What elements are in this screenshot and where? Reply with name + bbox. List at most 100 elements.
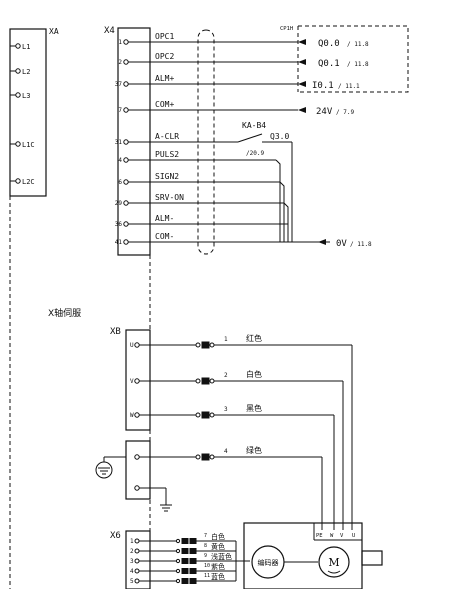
xa-pin-label: L1C <box>22 141 35 149</box>
plc-label: CP1H <box>280 26 293 32</box>
x4-pin-name: SIGN2 <box>155 172 179 181</box>
ground-icon <box>95 461 113 479</box>
xa-label: XA <box>49 27 59 36</box>
xa-pin-label: L2C <box>22 178 35 186</box>
section-title: X轴伺服 <box>48 307 81 319</box>
ground-block <box>103 440 196 512</box>
x4-connector: X4 1 OPC1 2 OPC2 37 ALM+ 7 COM+ 31 <box>104 26 330 256</box>
x4-pin: 7 COM+ <box>118 100 298 114</box>
svg-text:W: W <box>130 412 134 419</box>
x4-pin-name: OPC1 <box>155 32 174 41</box>
xb-connector: XB U V W <box>110 327 196 431</box>
svg-text:3: 3 <box>224 406 228 413</box>
zero-volt-signal: 0V / 11.8 <box>318 239 372 249</box>
x4-pin-name: ALM- <box>155 214 174 223</box>
svg-text:3: 3 <box>130 558 134 565</box>
motor-block: PE W V U 编码器 M <box>243 522 383 589</box>
svg-text:0V: 0V <box>336 239 347 249</box>
motor-icon: M <box>318 546 350 578</box>
svg-text:7: 7 <box>204 533 207 539</box>
motor-label: M <box>328 556 339 569</box>
svg-text:V: V <box>340 533 344 539</box>
x4-pin-name: OPC2 <box>155 52 174 61</box>
relay-ref: /20.9 <box>246 150 264 157</box>
shield-cable <box>197 29 215 255</box>
motor-shaft <box>361 550 383 566</box>
encoder-label: 编码器 <box>258 558 279 567</box>
x4-pin-name: ALM+ <box>155 74 174 83</box>
x4-pin: 6 SIGN2 <box>118 172 280 186</box>
x6-pin: 1 7 白色 <box>130 532 236 545</box>
x6-label: X6 <box>110 531 121 541</box>
svg-text:2: 2 <box>130 548 134 555</box>
plc-block: CP1H Q0.0 / 11.8 Q0.1 / 11.8 I0.1 / 11.1… <box>280 25 409 117</box>
xa-pin-label: L1 <box>22 43 30 51</box>
svg-text:I0.1: I0.1 <box>312 81 334 91</box>
svg-text:黄色: 黄色 <box>211 542 225 551</box>
svg-text:蓝色: 蓝色 <box>211 572 225 581</box>
svg-text:黑色: 黑色 <box>246 403 262 413</box>
xa-pin: L2C <box>10 178 35 186</box>
svg-text:2: 2 <box>118 59 122 66</box>
plc-signal: I0.1 / 11.1 <box>298 81 360 91</box>
svg-text:U: U <box>130 342 134 349</box>
svg-text:1: 1 <box>224 336 228 343</box>
svg-text:4: 4 <box>118 157 122 164</box>
svg-text:/ 7.9: / 7.9 <box>336 109 354 116</box>
x4-pin: 31 A-CLR <box>115 132 238 146</box>
svg-text:41: 41 <box>115 239 123 246</box>
encoder-icon: 编码器 <box>251 545 285 579</box>
svg-text:红色: 红色 <box>246 333 262 343</box>
svg-text:4: 4 <box>130 568 134 575</box>
x4-pin: 2 OPC2 <box>118 52 298 66</box>
relay-contact: KA-B4 Q3.0 /20.9 <box>237 121 293 242</box>
relay-output: Q3.0 <box>270 132 289 141</box>
x6-pin: 2 8 黄色 <box>130 542 236 555</box>
x4-pin: 36 ALM- <box>115 214 288 228</box>
svg-text:浅蓝色: 浅蓝色 <box>211 552 232 561</box>
svg-text:5: 5 <box>130 578 134 585</box>
svg-text:4: 4 <box>224 448 228 455</box>
motor-wire: 2 白色 <box>195 369 343 385</box>
svg-text:31: 31 <box>115 139 123 146</box>
x4-pin-name: SRV-ON <box>155 193 184 202</box>
svg-text:29: 29 <box>115 200 123 207</box>
x6-pin: 3 9 浅蓝色 <box>130 552 236 565</box>
svg-text:7: 7 <box>118 107 122 114</box>
x4-pin-name: PULS2 <box>155 150 179 159</box>
svg-text:8: 8 <box>204 543 207 549</box>
svg-text:/ 11.1: / 11.1 <box>338 83 360 90</box>
svg-text:Q0.1: Q0.1 <box>318 59 340 69</box>
x4-pin: 1 OPC1 <box>118 32 298 46</box>
x4-pin: 41 COM- <box>115 232 330 246</box>
svg-text:1: 1 <box>118 39 122 46</box>
xa-pin: L1 <box>10 43 30 51</box>
xb-pin: W <box>130 412 196 419</box>
plc-signal: Q0.0 / 11.8 <box>298 39 369 49</box>
svg-text:白色: 白色 <box>211 532 225 541</box>
xa-connector: XA L1 L2 L3 L1C L2C <box>9 27 59 197</box>
svg-text:/ 11.8: / 11.8 <box>347 41 369 48</box>
svg-text:37: 37 <box>115 81 123 88</box>
xa-pin: L3 <box>10 92 30 100</box>
svg-text:Q0.0: Q0.0 <box>318 39 340 49</box>
motor-wire: 3 黑色 <box>195 403 334 419</box>
xa-pin-label: L3 <box>22 92 30 100</box>
xa-pin: L1C <box>10 141 35 149</box>
svg-text:/ 11.8: / 11.8 <box>347 61 369 68</box>
svg-text:U: U <box>352 533 355 539</box>
plc-signal: 24V / 7.9 <box>298 107 354 117</box>
x4-pin-name: A-CLR <box>155 132 179 141</box>
x4-label: X4 <box>104 26 115 36</box>
svg-text:2: 2 <box>224 372 228 379</box>
xb-pin: V <box>130 378 196 385</box>
x6-pin: 4 10 紫色 <box>130 562 236 575</box>
xb-pin: U <box>130 342 196 349</box>
svg-text:/ 11.8: / 11.8 <box>350 241 372 248</box>
x4-pin: 29 SRV-ON <box>115 193 284 207</box>
xa-pin-label: L2 <box>22 68 30 76</box>
motor-wire: 1 红色 <box>195 333 352 349</box>
x4-pin: 4 PULS2 <box>118 150 276 164</box>
xa-pin: L2 <box>10 68 30 76</box>
x6-pin: 5 11 蓝色 <box>130 572 236 585</box>
